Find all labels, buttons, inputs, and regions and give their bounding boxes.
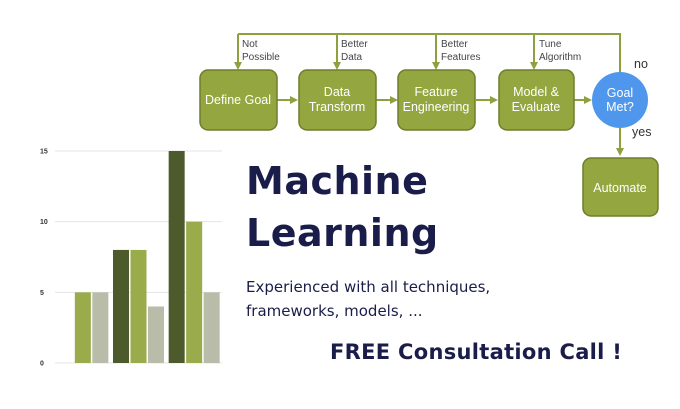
- label-better-data-2: Data: [341, 52, 363, 63]
- node-feature-engineering: [397, 69, 476, 131]
- label-not-possible-1: Not: [242, 39, 258, 50]
- bar-chart: 0 5 10 15: [40, 149, 222, 368]
- bar-group-3-series-3: [203, 292, 220, 363]
- subtext-line-2: frameworks, models, ...: [246, 302, 423, 320]
- node-automate: [582, 157, 659, 217]
- node-define-goal-label: Define Goal: [205, 93, 271, 107]
- y-tick-label: 0: [40, 361, 44, 368]
- decision-no-label: no: [634, 57, 648, 71]
- node-data-transform: [298, 69, 377, 131]
- node-feature-engineering-label-1: Feature: [414, 85, 457, 99]
- ml-workflow-diagram: Not Possible Better Data Better Features…: [199, 33, 659, 217]
- label-tune-algorithm-1: Tune: [539, 39, 562, 50]
- label-tune-algorithm-2: Algorithm: [539, 52, 581, 63]
- y-tick-label: 5: [40, 290, 44, 297]
- bar-group-2-series-2: [130, 249, 147, 363]
- node-automate-label: Automate: [593, 181, 647, 195]
- chart-bars: [74, 151, 220, 363]
- bar-group-3-series-2: [186, 221, 203, 363]
- bar-group-1-series-3: [92, 292, 109, 363]
- decision-yes-label: yes: [632, 125, 651, 139]
- label-not-possible-2: Possible: [242, 52, 280, 63]
- bar-group-2-series-3: [148, 306, 164, 363]
- node-model-evaluate-label-1: Model &: [513, 85, 560, 99]
- subtext-line-1: Experienced with all techniques,: [246, 278, 491, 296]
- node-data-transform-label-2: Transform: [309, 100, 366, 114]
- node-model-evaluate: [498, 69, 575, 131]
- bar-group-2-series-1: [113, 249, 129, 363]
- label-better-features-1: Better: [441, 39, 468, 50]
- bar-group-3-series-1: [168, 151, 185, 363]
- node-define-goal: [199, 69, 278, 131]
- node-goal-met-label-2: Met?: [606, 100, 634, 114]
- node-goal-met-label-1: Goal: [607, 86, 633, 100]
- node-feature-engineering-label-2: Engineering: [403, 100, 470, 114]
- headline-line-1: Machine: [246, 159, 429, 203]
- bar-group-1-series-2: [74, 292, 91, 363]
- headline-line-2: Learning: [246, 211, 439, 255]
- node-goal-met-decision: [592, 72, 648, 128]
- y-tick-label: 15: [40, 149, 48, 156]
- node-data-transform-label-1: Data: [324, 85, 350, 99]
- node-model-evaluate-label-2: Evaluate: [512, 100, 561, 114]
- chart-y-ticks: 0 5 10 15: [40, 149, 48, 368]
- y-tick-label: 10: [40, 219, 48, 226]
- feedback-loop-line: [238, 33, 621, 80]
- consultation-call-cta: FREE Consultation Call !: [330, 340, 623, 364]
- label-better-data-1: Better: [341, 39, 368, 50]
- label-better-features-2: Features: [441, 52, 480, 63]
